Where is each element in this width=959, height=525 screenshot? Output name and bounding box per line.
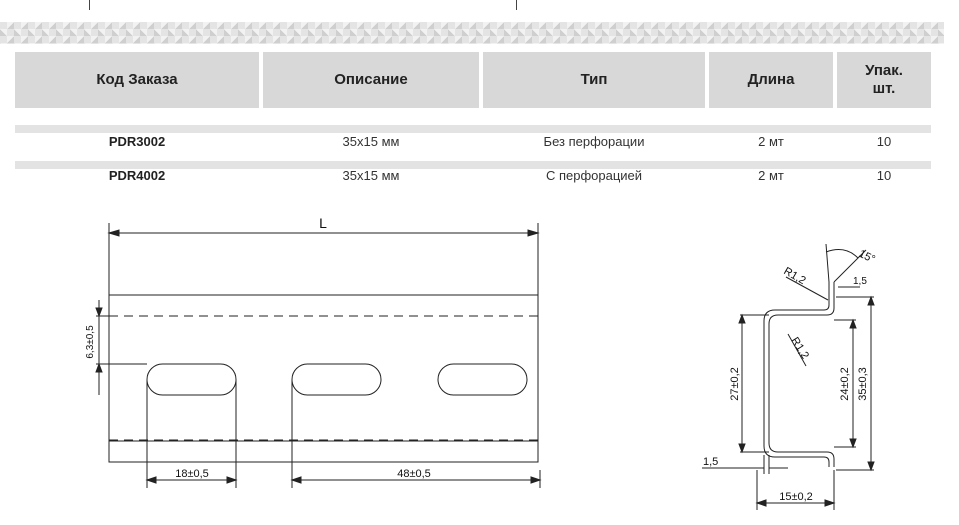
dim-15-bottom-label: 15±0,2 bbox=[779, 491, 813, 503]
top-tick-left bbox=[89, 0, 90, 10]
decorative-pattern-band bbox=[0, 22, 944, 44]
header-order-code: Код Заказа bbox=[15, 52, 259, 108]
cell-description: 35x15 мм bbox=[342, 134, 400, 149]
dim-35-label: 35±0,3 bbox=[857, 367, 869, 401]
dim-18-label: 18±0,5 bbox=[175, 468, 209, 480]
cell-length: 2 мт bbox=[758, 134, 784, 149]
cell-code: PDR4002 bbox=[108, 168, 166, 183]
cell-description: 35x15 мм bbox=[342, 168, 400, 183]
dim-24-label: 24±0,2 bbox=[839, 367, 851, 401]
top-tick-right bbox=[516, 0, 517, 10]
header-length: Длина bbox=[709, 52, 833, 108]
cell-length: 2 мт bbox=[758, 168, 784, 183]
dim-1-5-top-label: 1,5 bbox=[853, 276, 867, 287]
cell-pack: 10 bbox=[876, 134, 892, 149]
header-type: Тип bbox=[483, 52, 705, 108]
radius-inner-label: R1,2 bbox=[788, 335, 810, 361]
dim-1-5-left-label: 1,5 bbox=[703, 456, 718, 468]
dim-27-label: 27±0,2 bbox=[729, 367, 741, 401]
cell-pack: 10 bbox=[876, 168, 892, 183]
angle-label: 15° bbox=[857, 248, 877, 266]
table-row-band bbox=[15, 125, 931, 133]
cell-code: PDR3002 bbox=[108, 134, 166, 149]
table-row-band bbox=[15, 161, 931, 169]
header-pack: Упак. шт. bbox=[837, 52, 931, 108]
radius-top-label: R1,2 bbox=[782, 265, 808, 287]
cell-type: С перфорацией bbox=[545, 168, 643, 183]
length-label: L bbox=[319, 215, 327, 231]
dim-48-label: 48±0,5 bbox=[397, 468, 431, 480]
header-description: Описание bbox=[263, 52, 479, 108]
cell-type: Без перфорации bbox=[543, 134, 645, 149]
dim-6-3-label: 6,3±0,5 bbox=[85, 325, 96, 359]
